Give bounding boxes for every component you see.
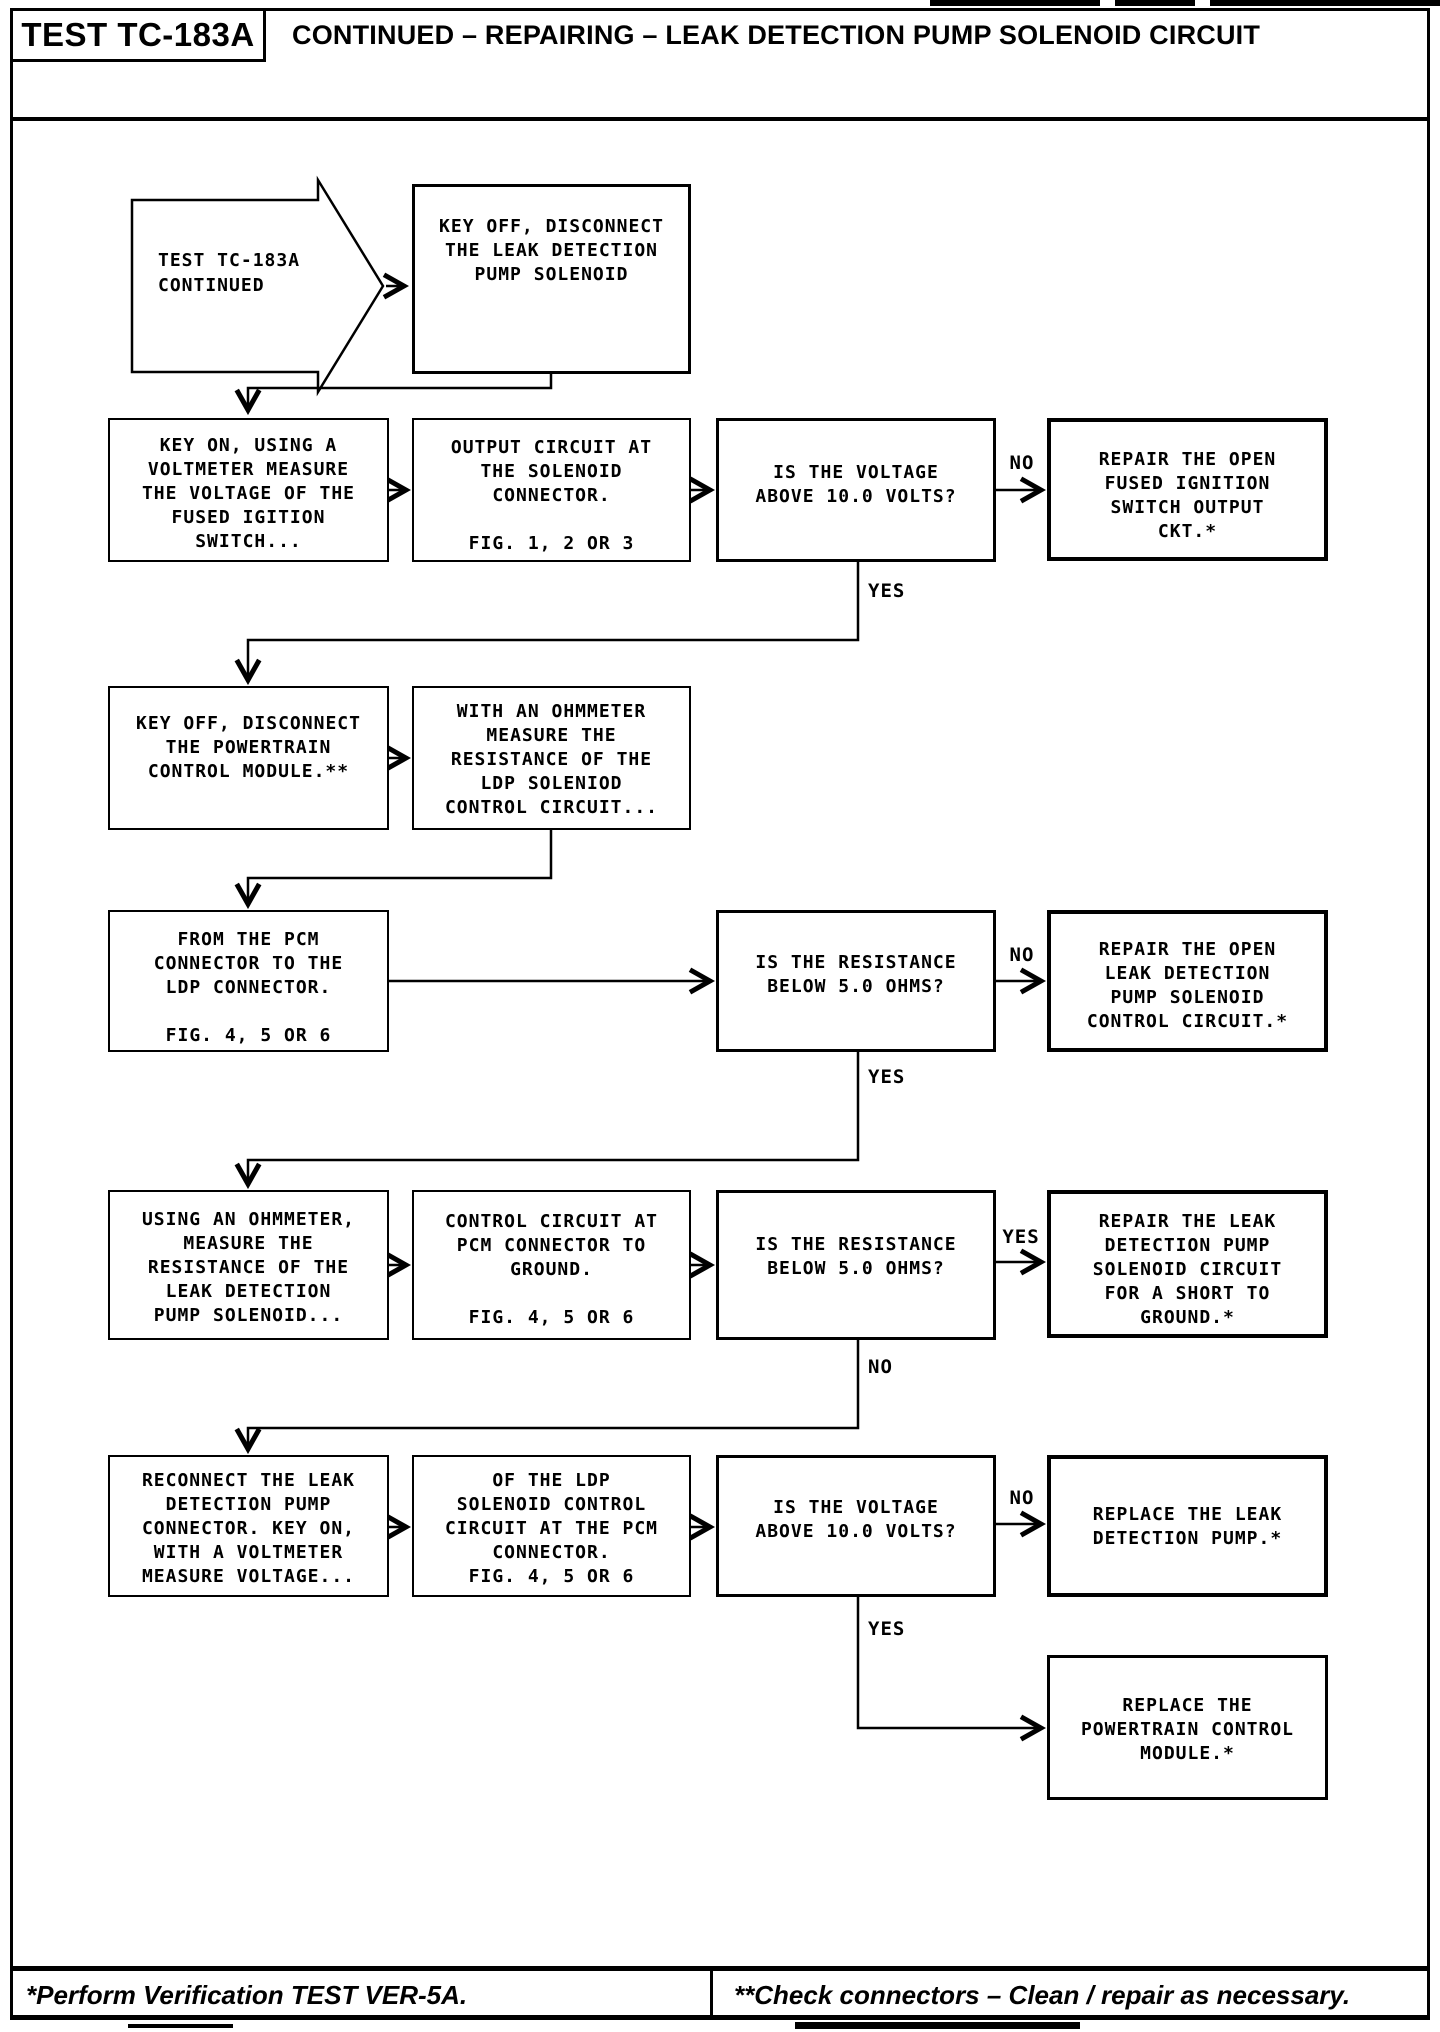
node-ohmmeter-ldp-control: WITH AN OHMMETER MEASURE THE RESISTANCE …	[412, 686, 691, 830]
connector-voltage2-yes	[856, 1597, 1041, 1728]
start-banner-label: TEST TC-183A CONTINUED	[158, 250, 301, 296]
node-ohmmeter-pump-solenoid: USING AN OHMMETER, MEASURE THE RESISTANC…	[108, 1190, 389, 1340]
page-border-left	[10, 8, 13, 2020]
connector-resistance1-yes	[248, 1052, 860, 1184]
edge-label-no: NO	[1009, 944, 1035, 966]
node-output-circuit: OUTPUT CIRCUIT AT THE SOLENOID CONNECTOR…	[412, 418, 691, 562]
edge-label-yes: YES	[868, 1618, 906, 1640]
footer-note-connectors: **Check connectors – Clean / repair as n…	[734, 1980, 1351, 2010]
node-control-circuit-to-ground: CONTROL CIRCUIT AT PCM CONNECTOR TO GROU…	[412, 1190, 691, 1340]
scan-artifact-top-bar	[930, 0, 1100, 6]
connector-voltage1-yes	[248, 562, 860, 680]
header-separator-line	[10, 117, 1430, 121]
edge-label-yes: YES	[1002, 1226, 1040, 1248]
connector-ohmmeter-to-pcmldp	[248, 830, 553, 904]
node-repair-short-to-ground: REPAIR THE LEAK DETECTION PUMP SOLENOID …	[1047, 1190, 1328, 1338]
node-ldp-control-at-pcm: OF THE LDP SOLENOID CONTROL CIRCUIT AT T…	[412, 1455, 691, 1597]
test-id-box: TEST TC-183A	[10, 8, 266, 62]
node-repair-ignition-ckt: REPAIR THE OPEN FUSED IGNITION SWITCH OU…	[1047, 418, 1328, 561]
edge-label-no: NO	[1009, 1487, 1035, 1509]
page-title: CONTINUED – REPAIRING – LEAK DETECTION P…	[292, 20, 1261, 50]
scan-artifact-top-bar	[1115, 0, 1195, 6]
node-voltage-above-10v-1: IS THE VOLTAGE ABOVE 10.0 VOLTS?	[716, 418, 996, 562]
page-border-right	[1427, 8, 1430, 2020]
scan-artifact-bottom-bar	[795, 2022, 1080, 2029]
page-border-top	[10, 8, 1430, 11]
connector-disconnect-to-measure	[248, 374, 553, 410]
footer-divider	[710, 1966, 713, 2020]
edge-label-no: NO	[1009, 452, 1035, 474]
node-measure-ignition-voltage: KEY ON, USING A VOLTMETER MEASURE THE VO…	[108, 418, 389, 562]
node-disconnect-pcm: KEY OFF, DISCONNECT THE POWERTRAIN CONTR…	[108, 686, 389, 830]
node-reconnect-ldp-connector: RECONNECT THE LEAK DETECTION PUMP CONNEC…	[108, 1455, 389, 1597]
node-resistance-below-5-2: IS THE RESISTANCE BELOW 5.0 OHMS?	[716, 1190, 996, 1340]
edge-label-yes: YES	[868, 580, 906, 602]
node-repair-open-control-circuit: REPAIR THE OPEN LEAK DETECTION PUMP SOLE…	[1047, 910, 1328, 1052]
node-disconnect-ldp-solenoid: KEY OFF, DISCONNECT THE LEAK DETECTION P…	[412, 184, 691, 374]
scan-artifact-bottom-dash	[128, 2024, 233, 2028]
start-banner-arrow-shape	[130, 175, 385, 397]
connector-resistance2-no	[248, 1340, 860, 1449]
node-pcm-to-ldp-connector: FROM THE PCM CONNECTOR TO THE LDP CONNEC…	[108, 910, 389, 1052]
footer-top-line	[10, 1966, 1430, 1971]
node-voltage-above-10v-2: IS THE VOLTAGE ABOVE 10.0 VOLTS?	[716, 1455, 996, 1597]
edge-label-yes: YES	[868, 1066, 906, 1088]
scan-artifact-top-bar	[1210, 0, 1440, 6]
edge-label-no: NO	[868, 1356, 893, 1378]
node-replace-pcm: REPLACE THE POWERTRAIN CONTROL MODULE.*	[1047, 1655, 1328, 1800]
footer-bottom-line	[10, 2015, 1430, 2020]
node-resistance-below-5-1: IS THE RESISTANCE BELOW 5.0 OHMS?	[716, 910, 996, 1052]
node-replace-ldp-pump: REPLACE THE LEAK DETECTION PUMP.*	[1047, 1455, 1328, 1597]
test-id-label: TEST TC-183A	[21, 16, 255, 53]
footer-note-verification: *Perform Verification TEST VER-5A.	[26, 1980, 468, 2010]
